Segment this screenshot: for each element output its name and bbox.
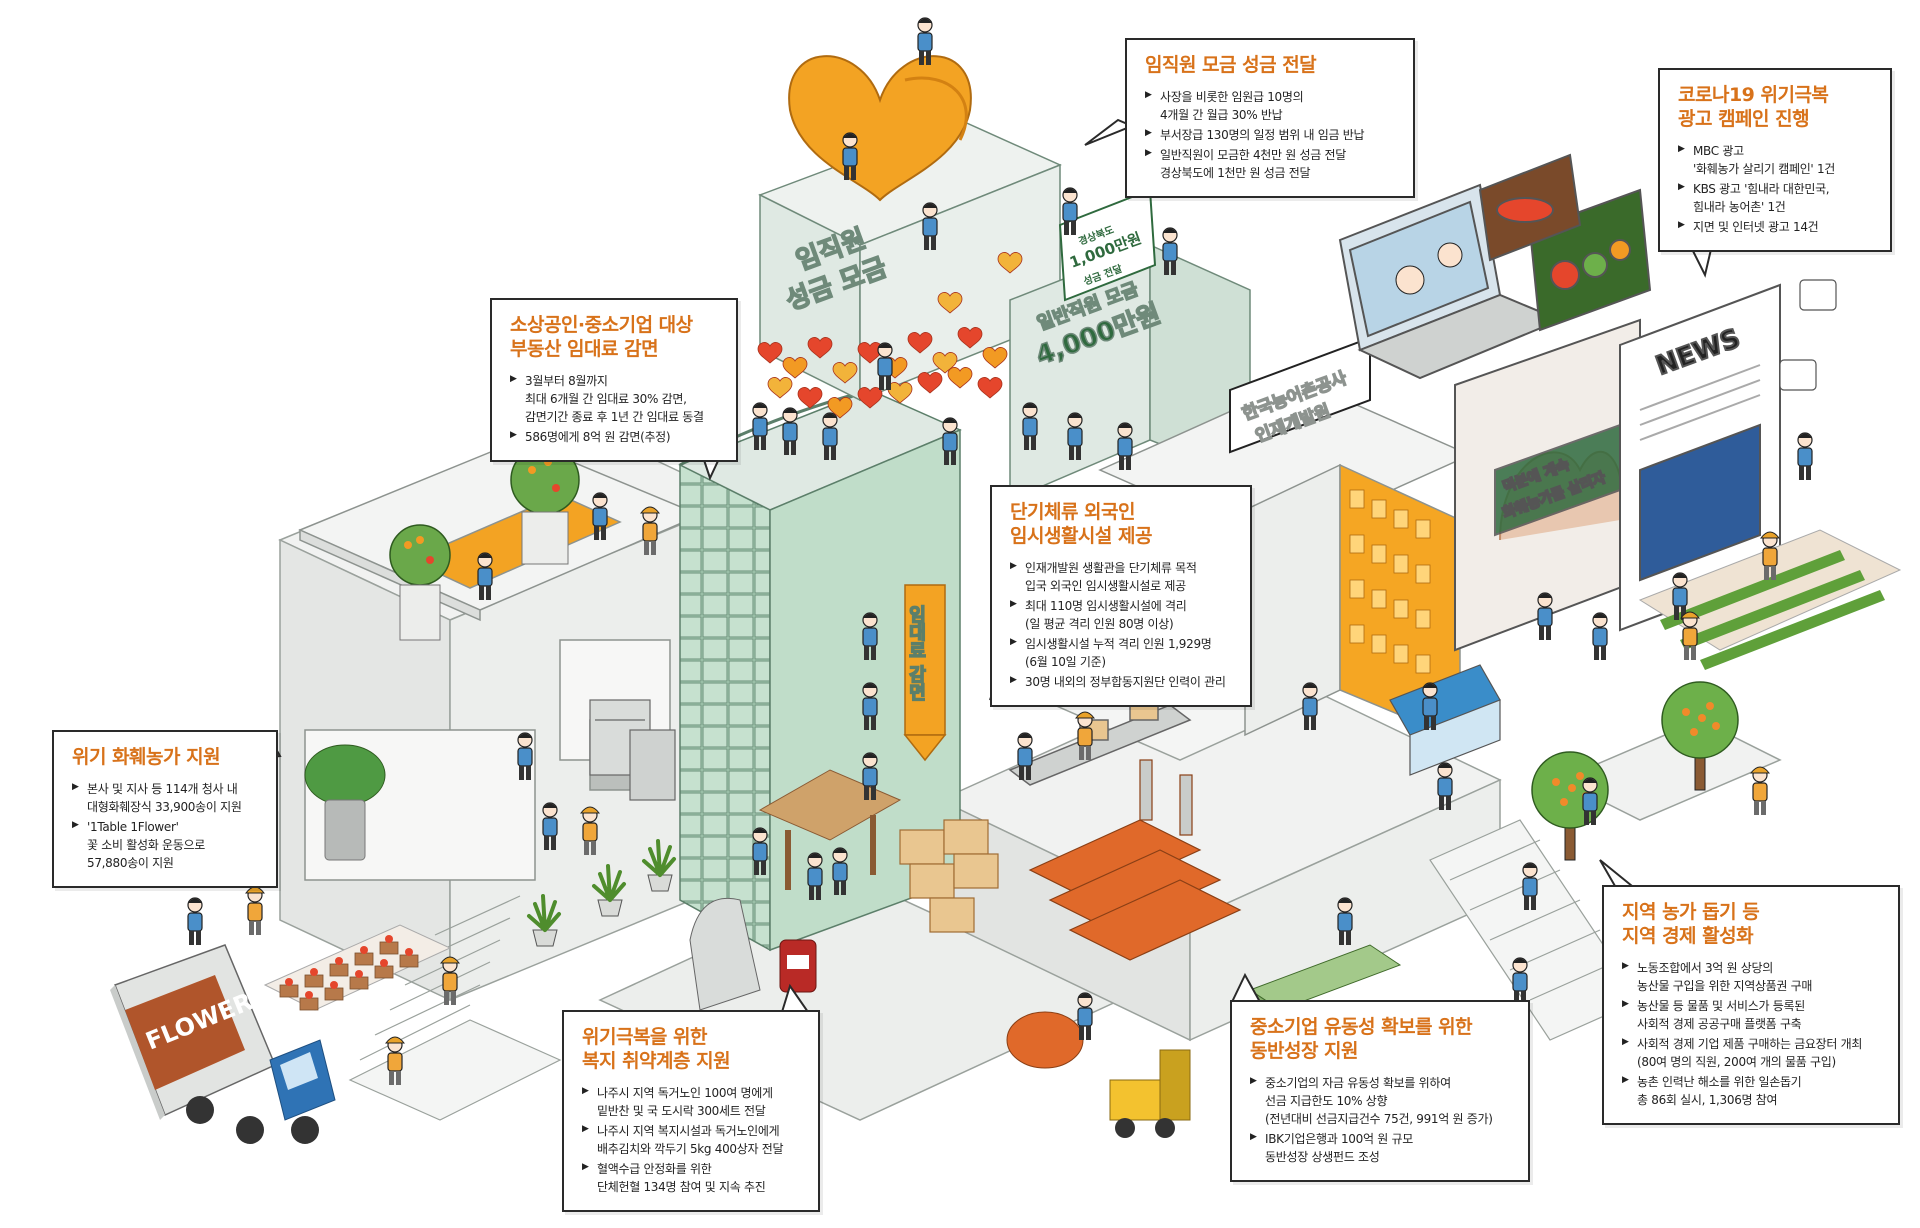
flower-field (263, 924, 452, 1011)
callout-covid-ad-item: MBC 광고'화훼농가 살리기 캠페인' 1건 (1678, 142, 1874, 178)
office-printers (589, 699, 676, 801)
forklift (1109, 1049, 1191, 1138)
callout-local-item: 사회적 경제 기업 제품 구매하는 금요장터 개최(80여 명의 직원, 200… (1622, 1035, 1882, 1071)
flower-truck: FLOWER (110, 944, 336, 1144)
callout-foreigner-item: 30명 내외의 정부합동지원단 인력이 관리 (1010, 673, 1234, 691)
callout-foreigner-item: 최대 110명 임시생활시설에 격리(일 평균 격리 인원 80명 이상) (1010, 597, 1234, 633)
gyeongbuk-board: 경상북도 1,000만원 성금 전달 (1058, 188, 1157, 302)
rent-reduction-sign: 임대료 감면 (906, 605, 927, 701)
callout-covid-ad-item: 지면 및 인터넷 광고 14건 (1678, 218, 1874, 236)
blood-bag (779, 939, 817, 993)
monitor-vegetables (1478, 153, 1652, 332)
callout-donation-item: 부서장급 130명의 일정 범위 내 임금 반납 (1145, 126, 1397, 144)
big-orange-heart (788, 55, 972, 202)
laptop-screen (1338, 183, 1563, 380)
news-panel: NEWS (1619, 283, 1781, 632)
callout-donation-title: 임직원 모금 성금 전달 (1145, 54, 1317, 76)
kimchi-pile (1006, 1011, 1084, 1069)
flower-pots-rooftop (389, 445, 580, 641)
callout-covid-ad-list: MBC 광고'화훼농가 살리기 캠페인' 1건 KBS 광고 '힘내라 대한민국… (1678, 142, 1874, 236)
factory (1028, 759, 1242, 961)
callout-covid-ad-item: KBS 광고 '힘내라 대한민국,힘내라 농어촌' 1건 (1678, 180, 1874, 216)
callout-flower-title: 위기 화훼농가 지원 (72, 746, 221, 768)
callout-foreigner-item: 임시생활시설 누적 격리 인원 1,929명(6월 10일 기준) (1010, 635, 1234, 671)
cardboard-boxes (899, 819, 999, 933)
callout-rent-item: 586명에게 8억 원 감면(추정) (510, 428, 720, 446)
massage-chair (689, 897, 761, 1011)
market-stall (1389, 664, 1501, 776)
speech-bubbles-small (1779, 279, 1837, 391)
farm-field-right (1638, 529, 1902, 670)
indoor-plant (304, 744, 386, 861)
billboard: 덕분에 계속 화훼농가를 살리자 (1454, 318, 1641, 652)
